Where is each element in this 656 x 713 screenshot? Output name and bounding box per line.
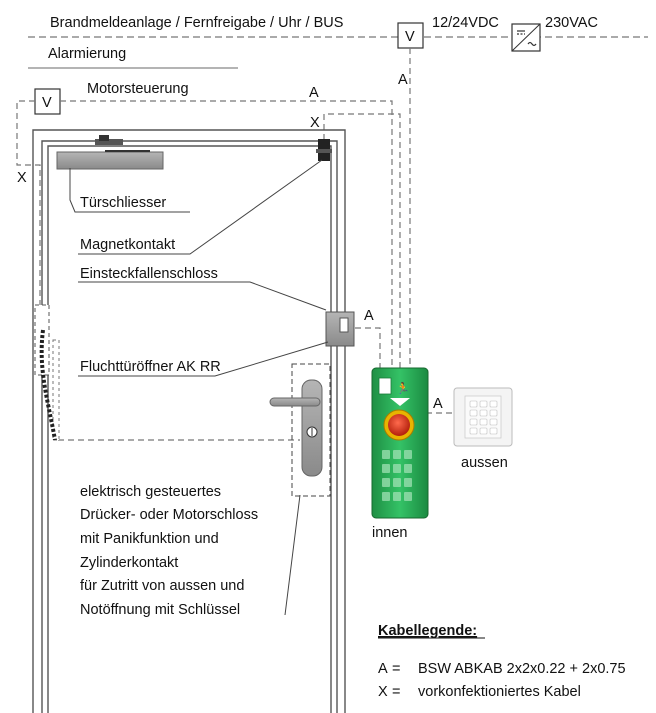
panel-key	[404, 464, 412, 473]
outside-keypad	[453, 387, 513, 447]
callout-magnet: Magnetkontakt	[80, 237, 175, 253]
lock-desc-line: elektrisch gesteuertes	[80, 484, 221, 500]
panel-key	[382, 478, 390, 487]
panel-key	[382, 492, 390, 501]
cable-legend: Kabellegende: A = BSW ABKAB 2x2x0.22 + 2…	[378, 623, 626, 700]
door-frame	[32, 129, 346, 713]
panel-key	[393, 478, 401, 487]
relay-top-label: V	[405, 29, 415, 45]
keypad-key	[489, 409, 498, 417]
panel-key	[393, 492, 401, 501]
emergency-button	[388, 414, 410, 436]
lock-desc-line: Zylinderkontakt	[80, 555, 178, 571]
keypad-key	[469, 400, 478, 408]
alarm-label: Alarmierung	[48, 46, 126, 62]
legend-title: Kabellegende:	[378, 623, 477, 639]
keypad-key	[489, 427, 498, 435]
outside-keypad-keys	[469, 400, 498, 435]
callout-lock-description: elektrisch gesteuertes Drücker- oder Mot…	[80, 484, 258, 618]
escape-sign-icon: 🏃	[396, 382, 410, 395]
legend-text: BSW ABKAB 2x2x0.22 + 2x0.75	[418, 661, 626, 677]
cable-a-keypad: A	[433, 396, 443, 412]
panel-key	[404, 450, 412, 459]
keypad-key	[489, 418, 498, 426]
panel-key	[393, 450, 401, 459]
panel-keypad	[382, 450, 412, 501]
cable-a-lock: A	[364, 308, 374, 324]
panel-key	[404, 492, 412, 501]
escape-opener-hinge	[34, 304, 60, 441]
arrow-down-icon	[390, 398, 410, 406]
callout-latch-lock: Einsteckfallenschloss	[80, 266, 218, 282]
magnet-contact	[316, 139, 332, 161]
cable-x-top: X	[310, 115, 320, 131]
cable-a-right: A	[398, 72, 408, 88]
keypad-key	[479, 409, 488, 417]
relay-left-label: V	[42, 95, 52, 111]
legend-sep: =	[392, 684, 400, 700]
door-closer	[56, 135, 164, 170]
keypad-key	[489, 400, 498, 408]
callout-closer: Türschliesser	[80, 195, 166, 211]
motor-label: Motorsteuerung	[87, 81, 189, 97]
keypad-key	[469, 409, 478, 417]
callout-escape-opener: Fluchttüröffner AK RR	[80, 359, 221, 375]
legend-sep: =	[392, 661, 400, 677]
panel-key	[382, 464, 390, 473]
legend-key: X	[378, 684, 388, 700]
relay-top	[397, 22, 424, 49]
bus-label: Brandmeldeanlage / Fernfreigabe / Uhr / …	[50, 15, 343, 31]
lock-desc-line: Notöffnung mit Schlüssel	[80, 602, 240, 618]
voltage-high-label: 230VAC	[545, 15, 598, 31]
lock-desc-line: mit Panikfunktion und	[80, 531, 219, 547]
keypad-key	[479, 427, 488, 435]
legend-key: A	[378, 661, 388, 677]
keypad-key	[479, 418, 488, 426]
outside-label: aussen	[461, 455, 508, 471]
keypad-key	[469, 427, 478, 435]
cable-a-top: A	[309, 85, 319, 101]
panel-key	[393, 464, 401, 473]
panel-key	[404, 478, 412, 487]
control-cables	[16, 48, 456, 441]
escape-control-panel: 🏃	[371, 367, 429, 519]
keypad-key	[469, 418, 478, 426]
lock-desc-line: Drücker- oder Motorschloss	[80, 507, 258, 523]
keypad-key	[479, 400, 488, 408]
door-handle-lock	[269, 363, 331, 497]
cable-x-left: X	[17, 170, 27, 186]
voltage-low-label: 12/24VDC	[432, 15, 499, 31]
legend-text: vorkonfektioniertes Kabel	[418, 684, 581, 700]
callout-leaders	[69, 159, 329, 616]
inside-label: innen	[372, 525, 407, 541]
panel-key	[382, 450, 390, 459]
bus-lines	[28, 36, 648, 69]
power-supply-icon	[511, 23, 541, 52]
latch-lock	[325, 311, 355, 347]
lock-desc-line: für Zutritt von aussen und	[80, 578, 244, 594]
